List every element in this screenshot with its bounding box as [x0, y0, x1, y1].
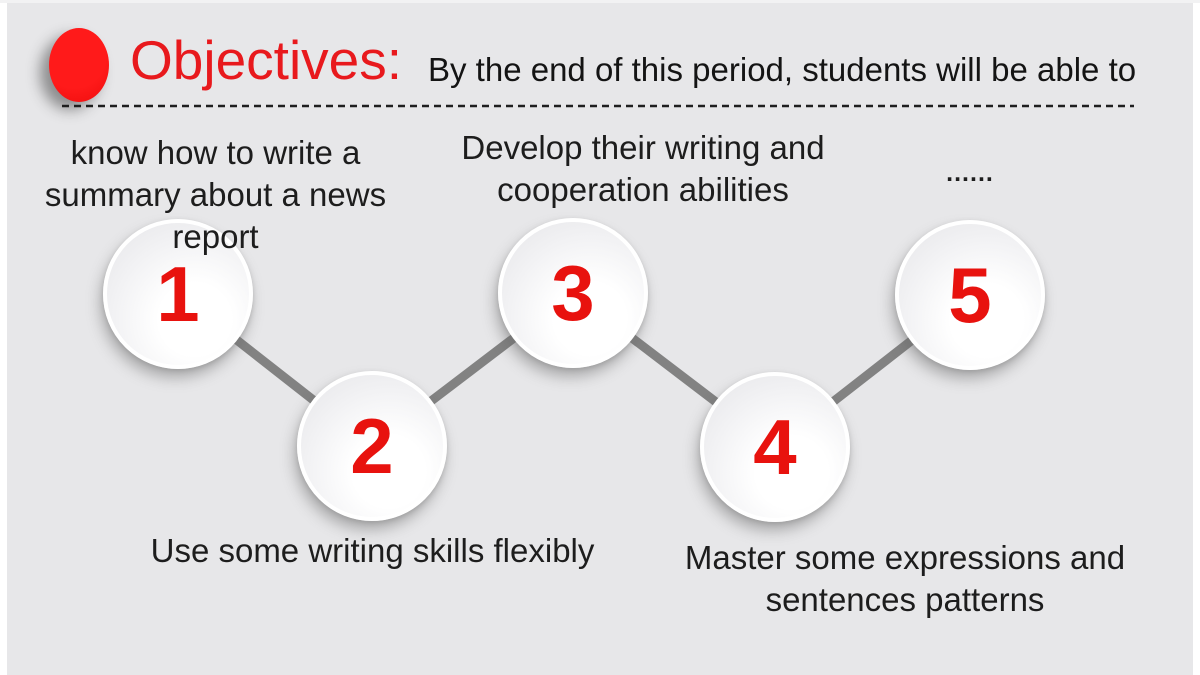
step-number-4: 4	[753, 403, 797, 491]
step-number-2: 2	[350, 402, 394, 490]
step-number-5: 5	[948, 251, 992, 339]
step-label-2: Use some writing skills flexibly	[150, 532, 595, 569]
step-circle-1: 1	[103, 219, 253, 369]
step-number-3: 3	[551, 249, 595, 337]
slide-title: Objectives:	[130, 29, 403, 91]
step-label-1: know how to write a summary about a news…	[44, 134, 387, 255]
step-circle-5: 5	[895, 220, 1045, 370]
red-dot-bullet-icon	[49, 28, 109, 102]
step-label-4: Master some expressions and sentences pa…	[684, 539, 1126, 618]
step-label-3: Develop their writing and cooperation ab…	[461, 129, 825, 208]
step-circle-3: 3	[498, 218, 648, 368]
step-circle-2: 2	[297, 371, 447, 521]
slide-subtitle: By the end of this period, students will…	[428, 51, 1137, 88]
step-number-1: 1	[156, 250, 200, 338]
slide-right-margin	[1193, 0, 1200, 675]
slide-top-margin	[0, 0, 1200, 3]
slide-left-margin	[0, 0, 7, 675]
step-label-5-ellipsis: ......	[946, 159, 994, 187]
step-circle-4: 4	[700, 372, 850, 522]
